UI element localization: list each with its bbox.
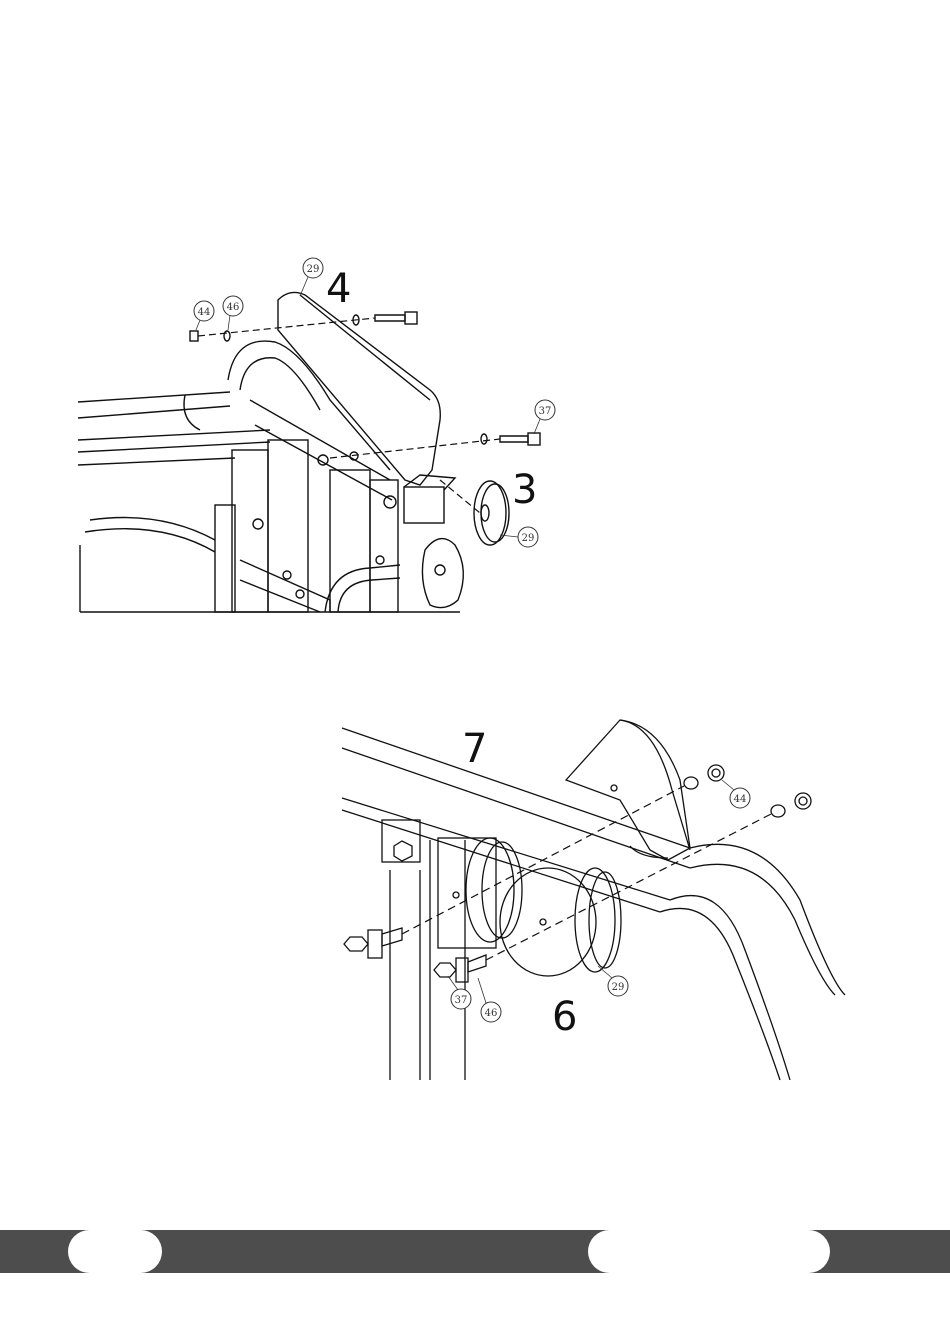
step-label-6: 6	[552, 994, 577, 1040]
callout-37-bottom: 37	[455, 995, 468, 1006]
footer-section-pill	[588, 1230, 830, 1273]
callout-44-top: 44	[198, 307, 211, 318]
callout-46-bottom: 46	[485, 1008, 498, 1019]
callout-29-bottom: 29	[612, 982, 625, 993]
step-label-4: 4	[326, 266, 351, 312]
footer-band	[0, 1230, 950, 1273]
callout-46-top: 46	[227, 302, 240, 313]
callout-44-bottom: 44	[734, 794, 747, 805]
step-label-7: 7	[462, 726, 487, 772]
assembly-figure-bottom: 44 37 46 29 7 6	[0, 715, 950, 1085]
step-label-3: 3	[512, 467, 537, 513]
callout-29-top-pulley: 29	[522, 533, 535, 544]
callout-37-top: 37	[539, 406, 552, 417]
footer-page-number-pill	[68, 1230, 162, 1273]
assembly-figure-top: 29 44 46 37 29 4 3	[0, 240, 950, 620]
callout-29-top-plate: 29	[307, 264, 320, 275]
